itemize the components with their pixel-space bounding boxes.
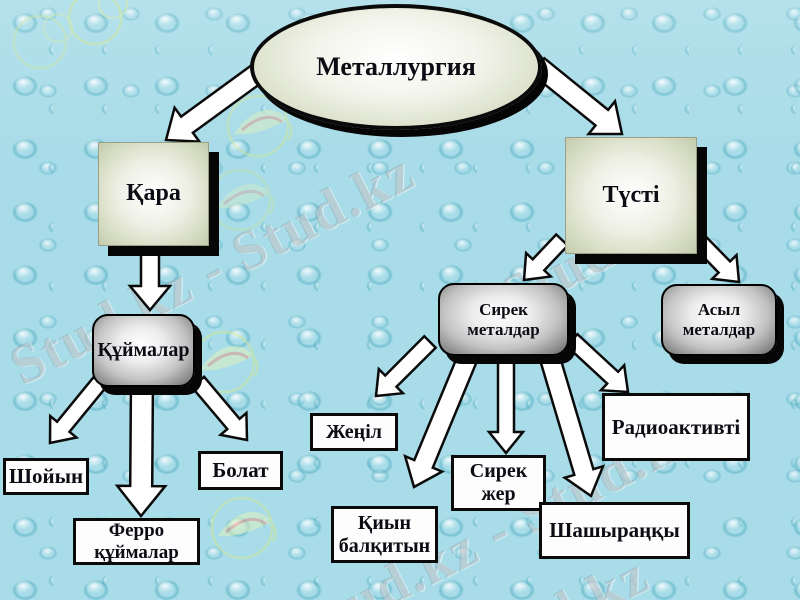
arrow-sirek-to-sirek-zher bbox=[486, 360, 526, 455]
arrow-sirek-to-qiyn bbox=[403, 346, 481, 489]
node-sirek-metaldar-line2: металдар bbox=[467, 319, 540, 339]
node-bolat: Болат bbox=[198, 451, 283, 490]
node-metallurgiya: Металлургия bbox=[250, 4, 542, 130]
node-ferro-quimalar: Ферро құймалар bbox=[73, 518, 200, 565]
node-quimalar: Құймалар bbox=[92, 314, 195, 387]
node-shoiyn: Шойын bbox=[3, 458, 89, 495]
node-tusti-label: Түсті bbox=[602, 181, 660, 208]
node-shashyranqy-label: Шашыраңқы bbox=[549, 518, 680, 543]
arrow-quimalar-to-shoiyn bbox=[48, 375, 108, 445]
node-qara-label: Қара bbox=[126, 180, 181, 207]
node-shashyranqy: Шашыраңқы bbox=[539, 502, 690, 559]
node-sirek-metaldar-line1: Сирек bbox=[479, 299, 528, 319]
node-bolat-label: Болат bbox=[212, 458, 269, 483]
arrow-qara-to-quimalar bbox=[127, 238, 173, 312]
arrow-sirek-to-shashyranqy bbox=[537, 350, 606, 498]
node-radioaktivti-label: Радиоактивті bbox=[611, 414, 741, 439]
node-qiyn-line2: балқитын bbox=[338, 534, 431, 557]
node-shoiyn-label: Шойын bbox=[8, 464, 84, 489]
node-qiyn-line1: Қиын bbox=[357, 511, 412, 534]
node-qara: Қара bbox=[98, 142, 209, 246]
node-radioaktivti: Радиоактивті bbox=[602, 393, 750, 461]
node-ferro-line1: Ферро bbox=[108, 519, 165, 541]
arrow-quimalar-to-bolat bbox=[190, 375, 249, 442]
node-qiyn-balqityn: Қиын балқитын bbox=[331, 506, 438, 563]
node-ferro-line2: құймалар bbox=[94, 541, 179, 563]
node-sirek-zher-line1: Сирек bbox=[469, 460, 528, 482]
arrow-root-to-qara bbox=[164, 60, 270, 143]
node-asyl-metaldar: Асыл металдар bbox=[661, 284, 777, 356]
arrow-sirek-to-radioaktivti bbox=[564, 332, 630, 394]
arrow-sirek-to-zhenil bbox=[374, 334, 438, 398]
node-metallurgiya-label: Металлургия bbox=[316, 52, 476, 82]
arrow-quimalar-to-ferro bbox=[114, 376, 168, 519]
node-zhenil-label: Жеңіл bbox=[326, 420, 382, 443]
node-asyl-metaldar-line2: металдар bbox=[682, 320, 756, 339]
node-sirek-metaldar: Сирек металдар bbox=[438, 283, 569, 356]
node-asyl-metaldar-line1: Асыл bbox=[697, 300, 741, 320]
node-sirek-zher-line2: жер bbox=[481, 483, 516, 505]
node-quimalar-label: Құймалар bbox=[97, 339, 190, 361]
arrow-root-to-tusti bbox=[529, 56, 624, 136]
arrow-tusti-to-asyl-metaldar bbox=[690, 232, 741, 284]
arrow-tusti-to-sirek-metaldar bbox=[522, 232, 570, 282]
node-tusti: Түсті bbox=[565, 137, 697, 254]
node-sirek-zher: Сирек жер bbox=[451, 455, 546, 511]
node-zhenil: Жеңіл bbox=[310, 413, 398, 451]
